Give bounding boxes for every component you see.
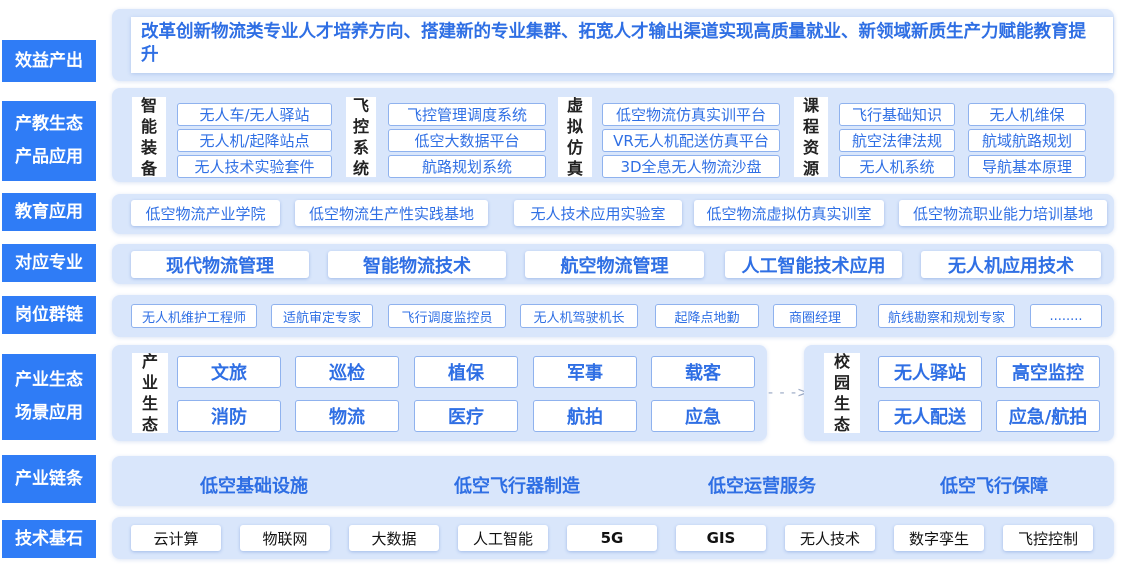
chain-item: 低空飞行保障 [940, 476, 1048, 497]
job-item: 适航审定专家 [271, 304, 373, 328]
industry-item: 医疗 [414, 400, 518, 432]
tech-item: 数字孪生 [894, 525, 984, 551]
row-label-jobs: 岗位群链 [2, 296, 96, 334]
chain-item: 低空基础设施 [200, 476, 308, 497]
industry-item: 文旅 [177, 356, 281, 388]
product-item: 无人机系统 [839, 155, 955, 178]
product-item: 无人技术实验套件 [177, 155, 332, 178]
tech-item: 飞控控制 [1003, 525, 1093, 551]
education-item: 无人技术应用实验室 [514, 200, 682, 226]
product-item: 飞控管理调度系统 [388, 103, 546, 126]
industry-item: 应急 [651, 400, 755, 432]
product-item: 低空大数据平台 [388, 129, 546, 152]
major-item: 智能物流技术 [328, 251, 506, 278]
chain-panel [112, 456, 1114, 506]
tech-item: 物联网 [240, 525, 330, 551]
education-item: 低空物流职业能力培训基地 [899, 200, 1107, 226]
major-item: 人工智能技术应用 [725, 251, 902, 278]
industry-item: 航拍 [533, 400, 637, 432]
job-item: 飞行调度监控员 [388, 304, 506, 328]
job-item: 无人机驾驶机长 [520, 304, 638, 328]
industry-item: 军事 [533, 356, 637, 388]
product-head-course-resources: 课程资源 [794, 96, 828, 178]
output-summary: 改革创新物流类专业人才培养方向、搭建新的专业集群、拓宽人才输出渠道实现高质量就业… [131, 17, 1113, 73]
product-item: 无人机/起降站点 [177, 129, 332, 152]
campus-item: 应急/航拍 [996, 400, 1100, 432]
row-label-output: 效益产出 [2, 40, 96, 82]
product-item: 导航基本原理 [968, 155, 1086, 178]
campus-item: 高空监控 [996, 356, 1100, 388]
tech-item: 大数据 [349, 525, 439, 551]
product-item: VR无人机配送仿真平台 [602, 129, 780, 152]
job-item: 商圈经理 [773, 304, 857, 328]
campus-item: 无人配送 [878, 400, 982, 432]
tech-item: 5G [567, 525, 657, 551]
row-label-majors: 对应专业 [2, 244, 96, 282]
major-item: 无人机应用技术 [921, 251, 1101, 278]
industry-item: 载客 [651, 356, 755, 388]
industry-item: 消防 [177, 400, 281, 432]
major-item: 航空物流管理 [525, 251, 704, 278]
education-item: 低空物流虚拟仿真实训室 [694, 200, 884, 226]
major-item: 现代物流管理 [131, 251, 309, 278]
product-item: 无人机维保 [968, 103, 1086, 126]
job-item: 航线勘察和规划专家 [878, 304, 1015, 328]
industry-item: 植保 [414, 356, 518, 388]
job-item: ........ [1030, 304, 1102, 328]
industry-item: 巡检 [295, 356, 399, 388]
tech-item: GIS [676, 525, 766, 551]
education-item: 低空物流生产性实践基地 [295, 200, 488, 226]
tech-item: 人工智能 [458, 525, 548, 551]
row-label-education: 教育应用 [2, 193, 96, 231]
chain-item: 低空运营服务 [708, 476, 816, 497]
product-head-smart-equipment: 智能装备 [132, 96, 166, 178]
chain-item: 低空飞行器制造 [454, 476, 580, 497]
row-label-chain: 产业链条 [2, 455, 96, 503]
education-item: 低空物流产业学院 [131, 200, 280, 226]
row-label-scene-apps: 产业生态 场景应用 [2, 354, 96, 440]
row-label-tech: 技术基石 [2, 520, 96, 558]
product-item: 低空物流仿真实训平台 [602, 103, 780, 126]
tech-item: 云计算 [131, 525, 221, 551]
product-item: 3D全息无人物流沙盘 [602, 155, 780, 178]
product-item: 飞行基础知识 [839, 103, 955, 126]
campus-item: 无人驿站 [878, 356, 982, 388]
industry-head: 产业生态 [132, 352, 168, 434]
row-label-product-apps: 产教生态 产品应用 [2, 101, 96, 181]
industry-to-campus-arrow: - - -> [768, 385, 810, 401]
product-item: 航空法律法规 [839, 129, 955, 152]
product-item: 无人车/无人驿站 [177, 103, 332, 126]
product-head-flight-control: 飞控系统 [346, 96, 376, 178]
industry-item: 物流 [295, 400, 399, 432]
product-head-virtual-sim: 虚拟仿真 [558, 96, 592, 178]
job-item: 无人机维护工程师 [131, 304, 257, 328]
product-item: 航路规划系统 [388, 155, 546, 178]
job-item: 起降点地勤 [655, 304, 759, 328]
campus-head: 校园生态 [824, 352, 860, 434]
tech-item: 无人技术 [785, 525, 875, 551]
product-item: 航域航路规划 [968, 129, 1086, 152]
